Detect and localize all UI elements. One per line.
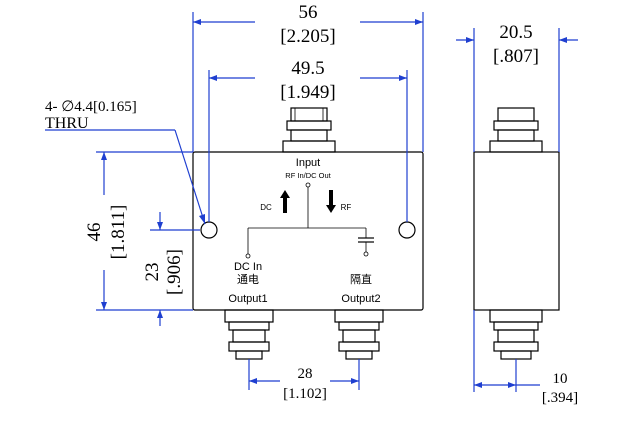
depth-in: [.807] [493,46,539,67]
input-connector [282,107,336,153]
internal-schematic [245,182,374,259]
dc-block-chinese-label: 隔直 [350,272,372,286]
hole-spacing-mm: 49.5 [291,58,324,79]
port-spacing-mm: 28 [298,366,313,382]
overall-width-mm: 56 [299,2,318,23]
side-body-outline [473,151,560,311]
dimension-lines [45,12,578,392]
hole-note-line2: THRU [45,115,89,132]
dc-in-label: DC In [234,261,262,273]
output2-label: Output2 [341,293,380,305]
hole-note-line1: 4- ∅4.4[0.165] [45,99,137,115]
dc-arrow-icon [280,190,290,213]
height-mm: 46 [84,223,105,242]
height-in: [1.811] [108,205,129,260]
depth-mm: 20.5 [499,22,532,43]
offset-mm: 10 [553,371,568,387]
output1-label: Output1 [228,293,267,305]
half-height-mm: 23 [142,263,163,282]
input-label: Input [296,157,320,169]
port-spacing-in: [1.102] [283,386,327,402]
output2-connector [334,309,384,360]
offset-in: [.394] [542,390,578,406]
rf-in-dc-out-label: RF In/DC Out [285,171,331,180]
side-bottom-connector [489,309,543,360]
dc-in-chinese-label: 通电 [237,273,259,286]
output1-connector [224,309,274,360]
side-top-connector [489,107,543,153]
side-view [473,107,560,360]
mounting-hole-right [398,221,416,239]
dc-label: DC [260,203,272,212]
mounting-hole-left [200,221,218,239]
rf-arrow-icon [326,190,336,213]
rf-label: RF [341,203,352,212]
hole-spacing-in: [1.949] [280,82,335,103]
overall-width-in: [2.205] [280,26,335,47]
half-height-in: [.906] [164,249,185,295]
front-view: Input RF In/DC Out DC RF DC In 通电 隔直 Out… [192,107,424,360]
dimension-text: 56 [2.205] 49.5 [1.949] 4- ∅4.4[0.165] T… [45,2,578,406]
